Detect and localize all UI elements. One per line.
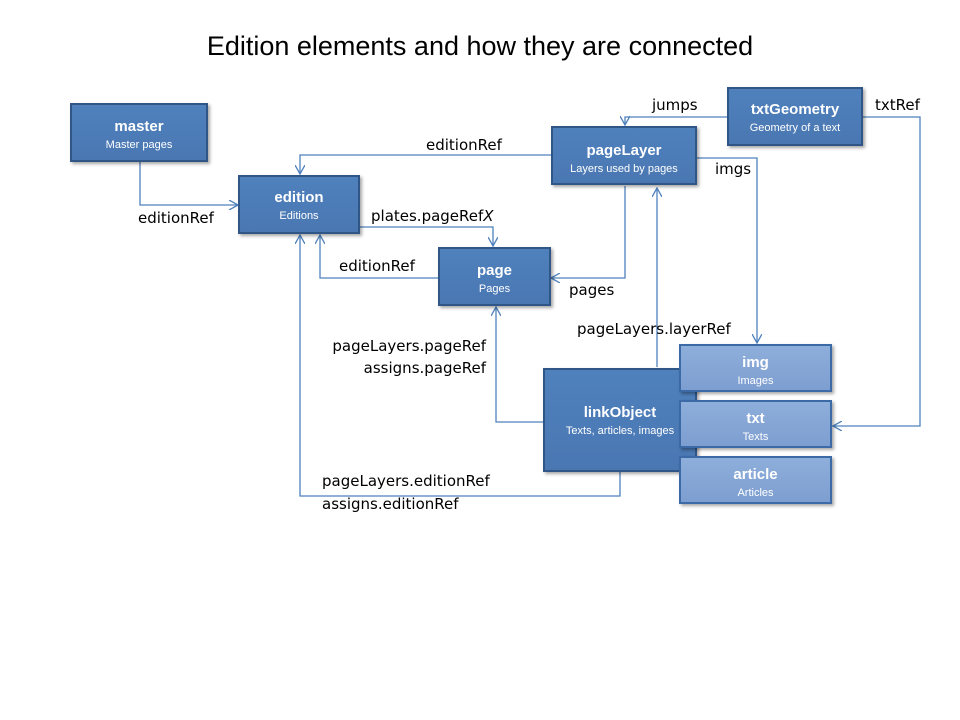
node-desc: Articles [737,487,774,499]
label-plates-pageref-var: X [483,207,494,225]
edge-master-edition [139,162,238,205]
label-page-editionref: editionRef [339,257,415,275]
node-name: img [742,354,769,371]
node-name: page [476,262,512,279]
node-name: txt [746,410,765,427]
node-desc: Layers used by pages [570,163,678,175]
node-desc: Editions [279,210,319,222]
edge-linkobject-page [496,307,543,423]
label-imgs: imgs [715,160,752,178]
node-desc: Master pages [105,139,173,151]
node-name: linkObject [583,404,657,421]
edge-edition-page [360,226,493,246]
node-name: article [733,466,778,483]
node-edition: edition Editions [238,175,360,234]
label-pagelayer-editionref: editionRef [426,136,502,154]
label-assigns-editionref: assigns.editionRef [322,495,459,513]
label-pagelayers-layerref: pageLayers.layerRef [577,320,731,338]
node-linkobject: linkObject Texts, articles, images [543,368,697,472]
edge-pagelayer-img [697,157,757,343]
node-desc: Geometry of a text [749,122,841,134]
node-txt: txt Texts [679,400,832,448]
label-jumps: jumps [652,96,698,114]
edge-txtgeometry-pagelayer [625,117,727,125]
edge-txtgeometry-txt [833,116,921,426]
label-pagelayers-editionref: pageLayers.editionRef [322,472,490,490]
label-plates-pageref-text: plates.pageRef [371,207,484,225]
node-master: master Master pages [70,103,208,162]
label-pagelayers-pageref: pageLayers.pageRef [332,337,486,355]
node-name: txtGeometry [750,101,840,118]
node-article: article Articles [679,456,832,504]
edge-pagelayer-page [551,186,626,278]
label-master-editionref: editionRef [138,209,214,227]
node-page: page Pages [438,247,551,306]
node-pagelayer: pageLayer Layers used by pages [551,126,697,185]
node-name: pageLayer [586,142,662,159]
edge-page-edition [320,235,438,279]
node-desc: Texts, articles, images [565,425,675,437]
node-txtgeometry: txtGeometry Geometry of a text [727,87,863,146]
node-desc: Images [737,375,774,387]
label-txtref: txtRef [875,96,920,114]
edge-linkobject-edition [300,235,621,497]
node-name: edition [274,189,324,206]
node-img: img Images [679,344,832,392]
diagram-title: Edition elements and how they are connec… [206,31,754,61]
label-pages: pages [569,281,615,299]
label-plates-pageref: plates.pageRefX [371,207,494,225]
label-assigns-pageref: assigns.pageRef [363,359,486,377]
node-name: master [114,118,164,135]
edge-pagelayer-edition [300,154,551,174]
node-desc: Texts [742,431,769,443]
node-desc: Pages [478,283,511,295]
